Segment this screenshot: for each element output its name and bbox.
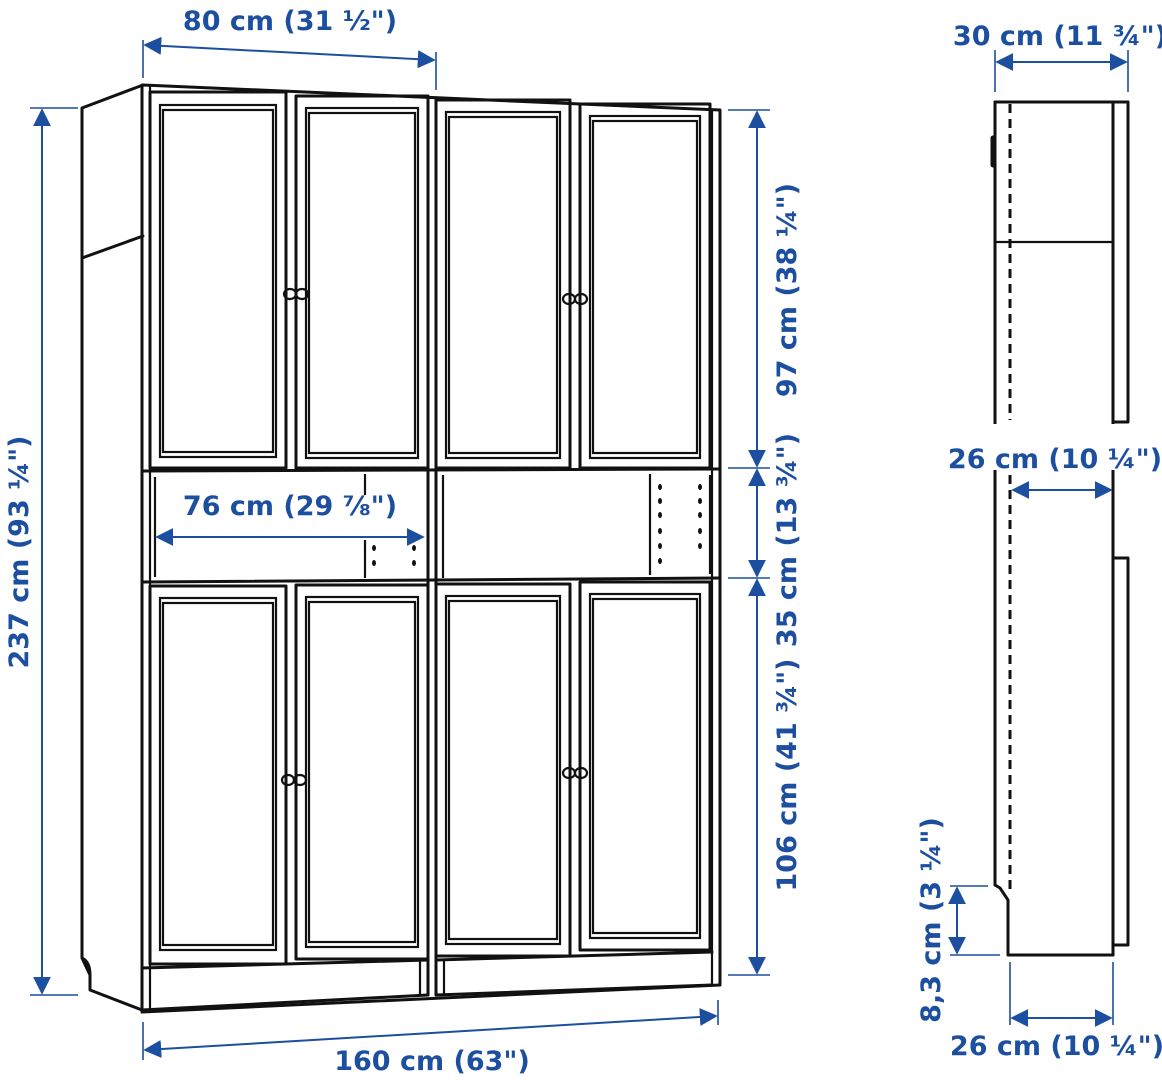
dim-total-depth: 30 cm (11 ¾") bbox=[953, 21, 1162, 92]
dim-lower-door-height: 106 cm (41 ¾") bbox=[728, 578, 803, 976]
door-upper-3 bbox=[434, 98, 572, 470]
dim-total-width: 160 cm (63") bbox=[142, 1000, 719, 1077]
label-inner-depth: 26 cm (10 ¼") bbox=[948, 444, 1162, 475]
shelf-pin-holes bbox=[372, 484, 702, 566]
door-knobs bbox=[280, 287, 589, 787]
door-upper-4 bbox=[578, 102, 712, 470]
door-lower-4 bbox=[578, 580, 712, 952]
knob-icon bbox=[280, 773, 308, 787]
door-upper-1 bbox=[148, 90, 288, 470]
door-upper-2 bbox=[294, 94, 430, 470]
side-view: 30 cm (11 ¾") 26 cm (10 ¼") 8,3 cm (3 ¼"… bbox=[916, 21, 1162, 1062]
label-base-depth: 26 cm (10 ¼") bbox=[950, 1031, 1162, 1062]
dim-plinth-height: 8,3 cm (3 ¼") bbox=[916, 817, 1000, 1023]
dim-middle-shelf-height: 35 cm (13 ¾") bbox=[728, 433, 803, 647]
label-total-height: 237 cm (93 ¼") bbox=[4, 436, 35, 669]
dim-base-depth: 26 cm (10 ¼") bbox=[950, 962, 1162, 1062]
door-lower-2 bbox=[294, 583, 430, 961]
dim-upper-door-height: 97 cm (38 ¼") bbox=[728, 109, 803, 469]
knob-icon bbox=[282, 287, 310, 301]
label-upper-door-height: 97 cm (38 ¼") bbox=[772, 183, 803, 397]
dim-inner-width: 76 cm (29 ⅞") bbox=[155, 491, 425, 546]
knob-icon bbox=[561, 766, 589, 780]
label-section-width: 80 cm (31 ½") bbox=[183, 6, 397, 37]
label-plinth-height: 8,3 cm (3 ¼") bbox=[916, 817, 947, 1023]
label-lower-door-height: 106 cm (41 ¾") bbox=[772, 659, 803, 892]
front-view: 80 cm (31 ½") 237 cm (93 ¼") 97 cm (38 ¼… bbox=[4, 6, 803, 1077]
door-lower-1 bbox=[148, 584, 288, 966]
side-panel bbox=[80, 83, 145, 1012]
dim-section-width: 80 cm (31 ½") bbox=[142, 6, 437, 90]
dim-inner-depth: 26 cm (10 ¼") bbox=[948, 444, 1162, 499]
label-total-width: 160 cm (63") bbox=[334, 1046, 530, 1077]
cabinet-frame bbox=[140, 83, 722, 1014]
label-total-depth: 30 cm (11 ¾") bbox=[953, 21, 1162, 52]
knob-icon bbox=[561, 292, 589, 306]
label-middle-shelf-height: 35 cm (13 ¾") bbox=[772, 433, 803, 647]
dim-total-height: 237 cm (93 ¼") bbox=[4, 107, 78, 996]
lower-doors bbox=[148, 580, 712, 966]
door-lower-3 bbox=[434, 582, 572, 958]
upper-doors bbox=[148, 90, 712, 470]
label-inner-width: 76 cm (29 ⅞") bbox=[183, 491, 397, 522]
